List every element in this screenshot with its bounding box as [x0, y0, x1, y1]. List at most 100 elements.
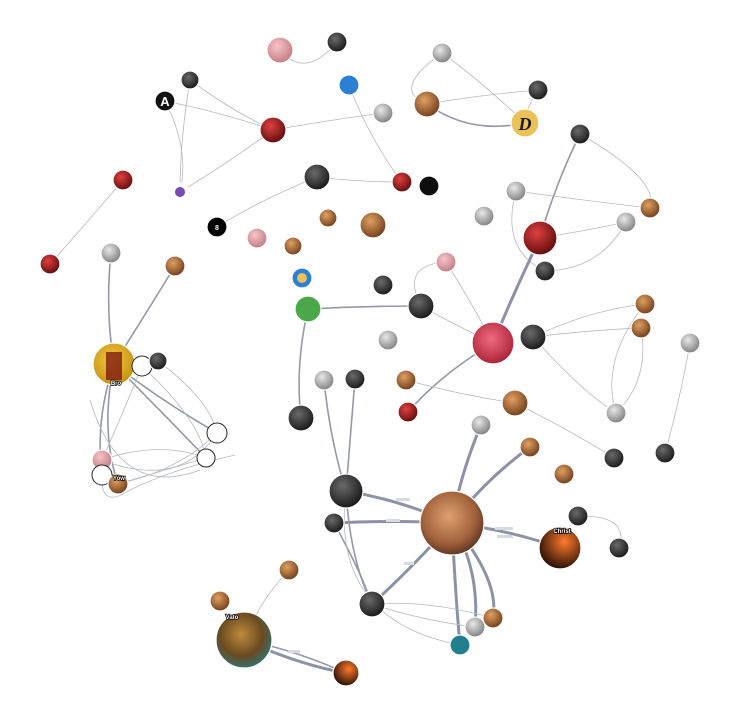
artist-node[interactable]	[180, 70, 200, 90]
artist-node[interactable]	[313, 369, 335, 391]
edge	[532, 336, 617, 414]
artist-node[interactable]	[569, 123, 591, 145]
artist-node[interactable]	[391, 171, 413, 193]
artist-node[interactable]	[527, 79, 549, 101]
square-logo-node[interactable]	[206, 216, 228, 238]
artist-node[interactable]	[470, 414, 492, 436]
artist-node[interactable]	[112, 169, 134, 191]
artist-node-inner	[297, 273, 307, 283]
d-logo-glyph: D	[518, 114, 532, 134]
artist-node[interactable]	[519, 323, 547, 351]
artist-node[interactable]	[266, 36, 294, 64]
artist-node[interactable]	[630, 317, 652, 339]
node-label-vato: Vato	[226, 615, 239, 621]
artist-node[interactable]	[246, 227, 268, 249]
edge	[544, 221, 627, 272]
artist-node[interactable]	[501, 389, 529, 417]
artist-node[interactable]	[634, 293, 656, 315]
artist-node[interactable]	[505, 180, 527, 202]
d-logo-node[interactable]	[510, 108, 540, 138]
edge-label	[288, 650, 300, 653]
artist-node[interactable]	[344, 368, 366, 390]
artist-node-inner	[175, 187, 185, 197]
edge	[179, 79, 191, 193]
artist-node[interactable]	[534, 260, 556, 282]
artist-node[interactable]	[294, 295, 322, 323]
edge	[426, 103, 526, 128]
artist-node[interactable]	[413, 90, 441, 118]
edge	[101, 449, 207, 461]
artist-node[interactable]	[326, 31, 348, 53]
artist-node[interactable]	[482, 607, 504, 629]
artist-node[interactable]	[397, 401, 419, 423]
artist-node[interactable]	[679, 332, 701, 354]
artist-node[interactable]	[318, 208, 338, 228]
edge	[348, 84, 403, 183]
artist-node[interactable]	[608, 537, 630, 559]
artist-node[interactable]	[100, 242, 122, 264]
artist-node[interactable]	[332, 659, 360, 687]
artist-node[interactable]	[553, 463, 575, 485]
a-logo-glyph: A	[160, 94, 170, 109]
artist-node-empty[interactable]	[206, 422, 228, 444]
artist-node[interactable]	[359, 211, 387, 239]
edge	[272, 112, 384, 131]
artist-node[interactable]	[283, 236, 303, 256]
artist-node[interactable]	[418, 175, 440, 197]
artist-hub-node-vato[interactable]	[215, 611, 273, 669]
artist-node[interactable]	[328, 473, 364, 509]
artist-node[interactable]	[148, 351, 168, 371]
artist-node[interactable]	[567, 505, 589, 527]
artist-node[interactable]	[615, 211, 637, 233]
edge	[157, 360, 218, 434]
artist-node[interactable]	[473, 205, 495, 227]
artist-node[interactable]	[603, 447, 625, 469]
edge	[179, 129, 274, 193]
artist-node[interactable]	[395, 369, 417, 391]
edge	[89, 399, 201, 478]
artist-node[interactable]	[435, 251, 457, 273]
square-logo-glyph: 8	[215, 225, 219, 232]
artist-node[interactable]	[39, 253, 61, 275]
artist-node[interactable]	[259, 116, 287, 144]
artist-node[interactable]	[605, 402, 627, 424]
artist-node[interactable]	[209, 590, 231, 612]
node-label-yow: Yow	[113, 476, 125, 482]
artist-node[interactable]	[303, 163, 331, 191]
edge	[405, 379, 516, 404]
a-logo-node[interactable]	[154, 90, 176, 112]
artist-node[interactable]	[164, 255, 186, 277]
artist-hub-node-christ[interactable]	[538, 526, 582, 570]
edge-label	[386, 519, 400, 522]
artist-node[interactable]	[372, 274, 394, 296]
edge	[664, 342, 691, 454]
artist-node[interactable]	[377, 329, 399, 351]
artist-node[interactable]	[358, 590, 386, 618]
artist-node[interactable]	[287, 404, 315, 432]
artist-hub-node-group[interactable]	[419, 490, 485, 556]
edge-label	[495, 527, 513, 530]
edge	[216, 176, 318, 228]
artist-node[interactable]	[278, 559, 300, 581]
artist-node-empty[interactable]	[91, 464, 113, 486]
artist-node[interactable]	[338, 74, 360, 96]
artist-node[interactable]	[464, 616, 486, 638]
artist-node[interactable]	[323, 512, 345, 534]
edge	[298, 308, 309, 419]
artist-node-yow[interactable]	[107, 473, 129, 495]
artist-node[interactable]	[431, 42, 453, 64]
artist-node[interactable]	[372, 102, 394, 124]
artist-node[interactable]	[522, 220, 558, 256]
artist-node[interactable]	[407, 292, 435, 320]
artist-hub-node[interactable]	[471, 321, 515, 365]
edge-label	[396, 498, 410, 501]
artist-node[interactable]	[654, 442, 676, 464]
artist-node[interactable]	[519, 436, 541, 458]
artist-node[interactable]	[449, 634, 471, 656]
artist-node[interactable]	[639, 197, 661, 219]
edge	[49, 179, 124, 265]
artist-node-empty[interactable]	[196, 448, 216, 468]
edge	[515, 190, 651, 209]
node-layer[interactable]: A 8 D	[39, 31, 701, 687]
